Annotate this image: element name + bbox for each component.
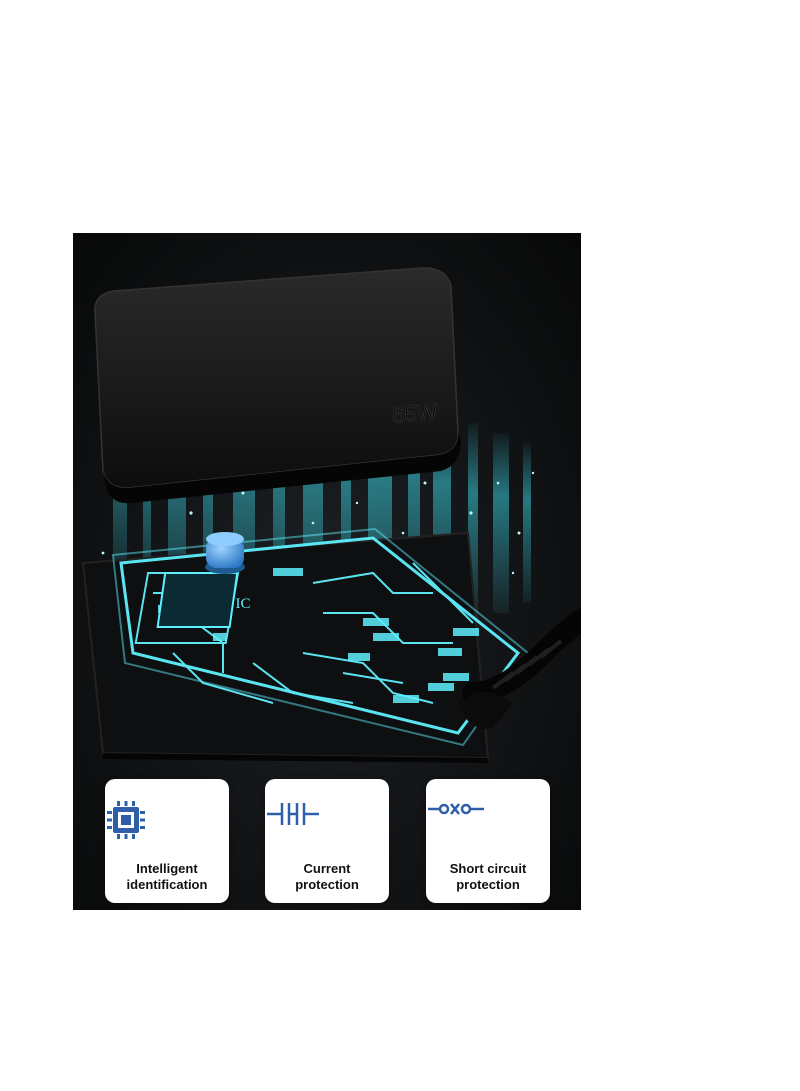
adapter-base <box>81 531 490 763</box>
open-switch-icon <box>426 799 550 839</box>
wattage-label: 65W <box>391 398 439 428</box>
circuit-components <box>158 568 479 703</box>
adapter-illustration: IC 65W <box>81 267 581 763</box>
product-image: IC 65W <box>73 233 581 910</box>
capacitor-icon <box>265 799 389 839</box>
chip-icon <box>105 799 229 839</box>
ic-chip: IC <box>156 572 251 628</box>
chip-label: IC <box>236 596 251 612</box>
blue-knob <box>205 532 245 574</box>
power-cable <box>458 607 581 729</box>
adapter-top-case: 65W <box>94 267 461 504</box>
